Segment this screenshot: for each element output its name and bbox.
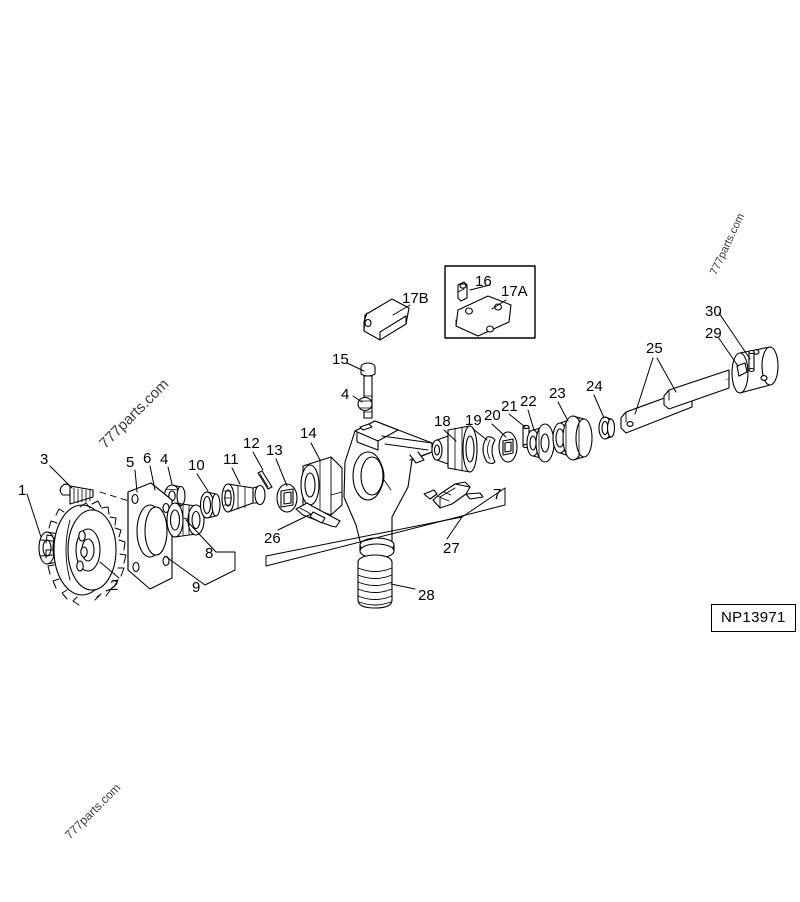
part-18-gear-coupler bbox=[431, 425, 478, 473]
callout-3: 3 bbox=[40, 451, 49, 468]
callout-4a: 4 bbox=[160, 451, 169, 468]
part-4b-lock-nut bbox=[357, 396, 373, 412]
callout-14: 14 bbox=[300, 425, 317, 442]
part-30-retaining-pin bbox=[748, 349, 755, 373]
callout-28: 28 bbox=[418, 587, 435, 604]
callout-23: 23 bbox=[549, 385, 566, 402]
part-23-stepped-collar-large bbox=[552, 415, 593, 461]
callout-6: 6 bbox=[143, 450, 152, 467]
callout-19: 19 bbox=[465, 412, 482, 429]
leader-lines bbox=[26, 284, 751, 590]
part-19-retaining-ring bbox=[482, 436, 496, 465]
part-24-thrust-washer bbox=[598, 416, 616, 440]
callout-12: 12 bbox=[243, 435, 260, 452]
callout-15: 15 bbox=[332, 351, 349, 368]
part-14-bushing-housing bbox=[300, 456, 343, 516]
callout-17B: 17B bbox=[402, 290, 429, 307]
callout-24: 24 bbox=[586, 378, 603, 395]
part-number-label: NP13971 bbox=[711, 604, 796, 632]
callout-1: 1 bbox=[18, 482, 27, 499]
callout-21: 21 bbox=[501, 398, 518, 415]
callout-29: 29 bbox=[705, 325, 722, 342]
part-16-clip-bracket bbox=[457, 281, 468, 302]
part-25-square-drive-rod-b bbox=[663, 369, 730, 410]
callout-25: 25 bbox=[646, 340, 663, 357]
callout-10: 10 bbox=[188, 457, 205, 474]
part-10-spacer-ring bbox=[199, 491, 221, 519]
callout-17A: 17A bbox=[501, 283, 528, 300]
callout-30: 30 bbox=[705, 303, 722, 320]
callout-5: 5 bbox=[126, 454, 135, 471]
callout-2: 2 bbox=[110, 577, 119, 594]
callout-11: 11 bbox=[223, 451, 239, 468]
callout-9: 9 bbox=[192, 579, 201, 596]
part-7-linkage-bracket bbox=[423, 481, 484, 509]
callout-22: 22 bbox=[520, 393, 537, 410]
part-29-drive-coupler-body bbox=[731, 346, 779, 394]
callout-27: 27 bbox=[443, 540, 460, 557]
part-2-drive-sprocket bbox=[45, 500, 127, 606]
callout-16: 16 bbox=[475, 273, 492, 290]
callout-13: 13 bbox=[266, 442, 283, 459]
part-12-roll-pin bbox=[257, 470, 273, 490]
part-3-cap-screw-long bbox=[59, 483, 94, 505]
part-20-washer-square-bore bbox=[498, 431, 518, 463]
callout-7: 7 bbox=[493, 486, 502, 503]
part-28-bellows-boot bbox=[357, 554, 393, 609]
part-27-gearbox-housing bbox=[343, 420, 433, 559]
part-9-mounting-flange bbox=[127, 482, 173, 590]
callout-18: 18 bbox=[434, 413, 451, 430]
part-11-splined-shaft bbox=[221, 483, 266, 513]
callout-4b: 4 bbox=[341, 386, 350, 403]
detail-inset-box bbox=[444, 265, 536, 339]
part-26-latch-lever bbox=[295, 502, 341, 528]
part-13-seal-square bbox=[276, 483, 298, 513]
part-8-bearing-cup bbox=[166, 502, 205, 538]
callout-8: 8 bbox=[205, 545, 214, 562]
part-17B-cover-pad bbox=[363, 298, 410, 341]
callout-26: 26 bbox=[264, 530, 281, 547]
callout-20: 20 bbox=[484, 407, 501, 424]
part-22-stepped-collar-small bbox=[526, 423, 555, 463]
